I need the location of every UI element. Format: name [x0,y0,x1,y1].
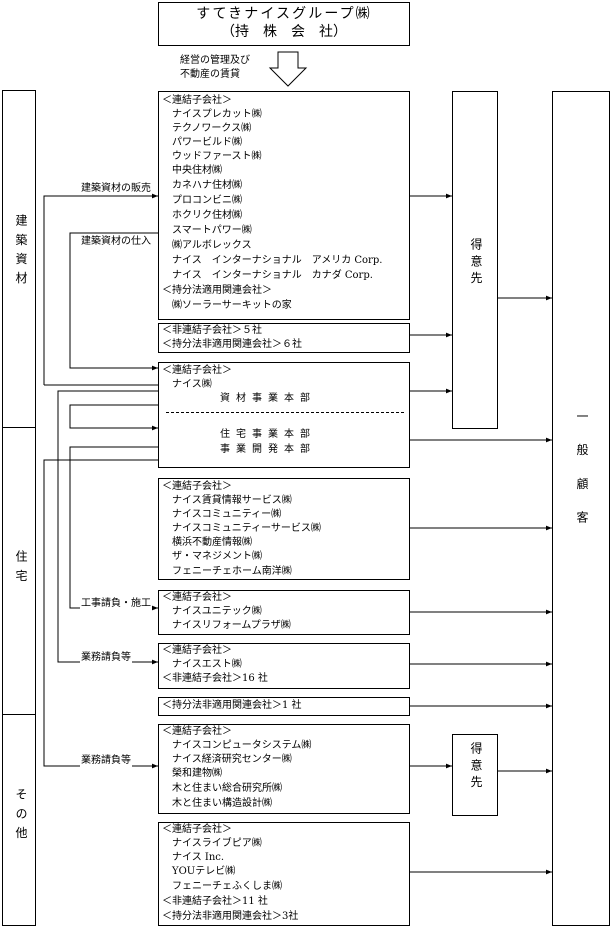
other1-line: 木と住まい総合研究所㈱ [162,783,282,794]
materials-other-line: ＜非連結子会社＞５社 [162,325,262,336]
materials-line: テクノワークス㈱ [162,123,252,134]
construction-line: ナイスユニテック㈱ [162,606,262,617]
housing-line: 横浜不動産情報㈱ [162,537,252,548]
materials-line: ㈱ソーラーサーキットの家 [162,300,292,311]
materials-line: ㈱アルボレックス [162,240,252,251]
nice-box-header: ＜連結子会社＞ [162,365,232,376]
flow-label-business-contract-2: 業務請負等 [80,755,132,767]
segment-column-housing [2,427,36,715]
other2-line: ナイス Inc. [162,852,225,863]
segment-column-building-materials [2,90,36,428]
materials-line: ナイスプレカット㈱ [162,109,262,120]
other2-line: ＜連結子会社＞ [162,824,232,835]
housing-affiliate-box [158,697,410,716]
general-customers-label: 一般顧客 [575,410,589,545]
other2-line: ＜非連結子会社＞11 社 [162,896,268,907]
holding-company-box [158,2,410,46]
materials-line: ナイス インターナショナル アメリカ Corp. [162,255,383,266]
materials-line: ウッドファースト㈱ [162,151,262,162]
housing-line: ザ・マネジメント㈱ [162,551,262,562]
general-customers-box [552,91,610,926]
materials-other-box [158,323,410,353]
holding-company-role: （持 株 会 社） [221,24,347,40]
housing-line: フェニーチェホーム南洋㈱ [162,566,292,577]
other1-line: 木と住まい構造設計㈱ [162,798,272,809]
division-housing: 住宅事業本部 [220,429,316,440]
business-clients-2-label: 得意先 [469,742,483,793]
construction-line: ＜連結子会社＞ [162,592,232,603]
housing-line: ＜連結子会社＞ [162,481,232,492]
housing-subsidiaries-box [158,478,410,580]
flow-label-purchase-of-materials: 建築資材の仕入 [80,236,152,248]
housing-services-line: ナイスエスト㈱ [162,659,242,670]
other1-line: ＜連結子会社＞ [162,726,232,737]
other1-line: ナイス経済研究センター㈱ [162,754,292,765]
segment-label-other: その他 [14,788,28,846]
business-clients-box [452,91,498,429]
housing-line: ナイスコミュニティー㈱ [162,509,282,520]
flow-label-construction: 工事請負・施工 [80,598,152,610]
arrow-label-line1: 経営の管理及び [180,55,250,66]
division-separator [166,412,404,413]
housing-services-box [158,643,410,689]
nice-corp-box [158,362,410,468]
materials-line: パワービルド㈱ [162,137,242,148]
business-clients-label: 得意先 [469,238,483,289]
division-development: 事業開発本部 [220,444,316,455]
other1-line: 榮和建物㈱ [162,768,222,779]
other2-line: YOUテレビ㈱ [162,866,236,877]
arrow-label-line2: 不動産の賃貸 [180,69,240,80]
nice-corp-name: ナイス㈱ [162,379,212,390]
housing-services-line: ＜非連結子会社＞16 社 [162,673,268,684]
business-clients-2-box [452,734,498,816]
division-materials: 資材事業本部 [220,393,316,404]
segment-label-building-materials: 建築資材 [14,214,28,291]
other-subsidiaries-1-box [158,724,410,814]
other1-line: ナイスコンピュータシステム㈱ [162,740,312,751]
other2-line: ナイスライブピア㈱ [162,838,262,849]
materials-line: 中央住材㈱ [162,165,222,176]
other2-line: ＜持分法非適用関連会社＞3社 [162,911,299,922]
other-subsidiaries-2-box [158,822,410,926]
flow-label-sales-of-materials: 建築資材の販売 [80,183,152,195]
segment-label-housing: 住宅 [14,550,28,589]
other2-line: フェニーチェふくしま㈱ [162,881,282,892]
flow-label-business-contract-1: 業務請負等 [80,652,132,664]
housing-services-line: ＜連結子会社＞ [162,645,232,656]
materials-line: ナイス インターナショナル カナダ Corp. [162,270,373,281]
materials-other-line: ＜持分法非適用関連会社＞６社 [162,339,302,350]
housing-affiliate-line: ＜持分法非適用関連会社＞1 社 [162,700,302,711]
materials-subsidiaries-box [158,91,410,320]
materials-line: ホクリク住材㈱ [162,210,242,221]
materials-line: スマートパワー㈱ [162,225,252,236]
holding-company-name: すてきナイスグループ㈱ [196,6,372,22]
housing-line: ナイスコミュニティーサービス㈱ [162,523,321,534]
housing-line: ナイス賃貸情報サービス㈱ [162,495,292,506]
segment-column-other [2,714,36,926]
construction-subsidiaries-box [158,590,410,635]
materials-line: カネハナ住材㈱ [162,180,242,191]
materials-line: ＜持分法適用関連会社＞ [162,285,272,296]
construction-line: ナイスリフォームプラザ㈱ [162,620,291,631]
materials-line: ＜連結子会社＞ [162,95,232,106]
materials-line: プロコンビニ㈱ [162,195,242,206]
